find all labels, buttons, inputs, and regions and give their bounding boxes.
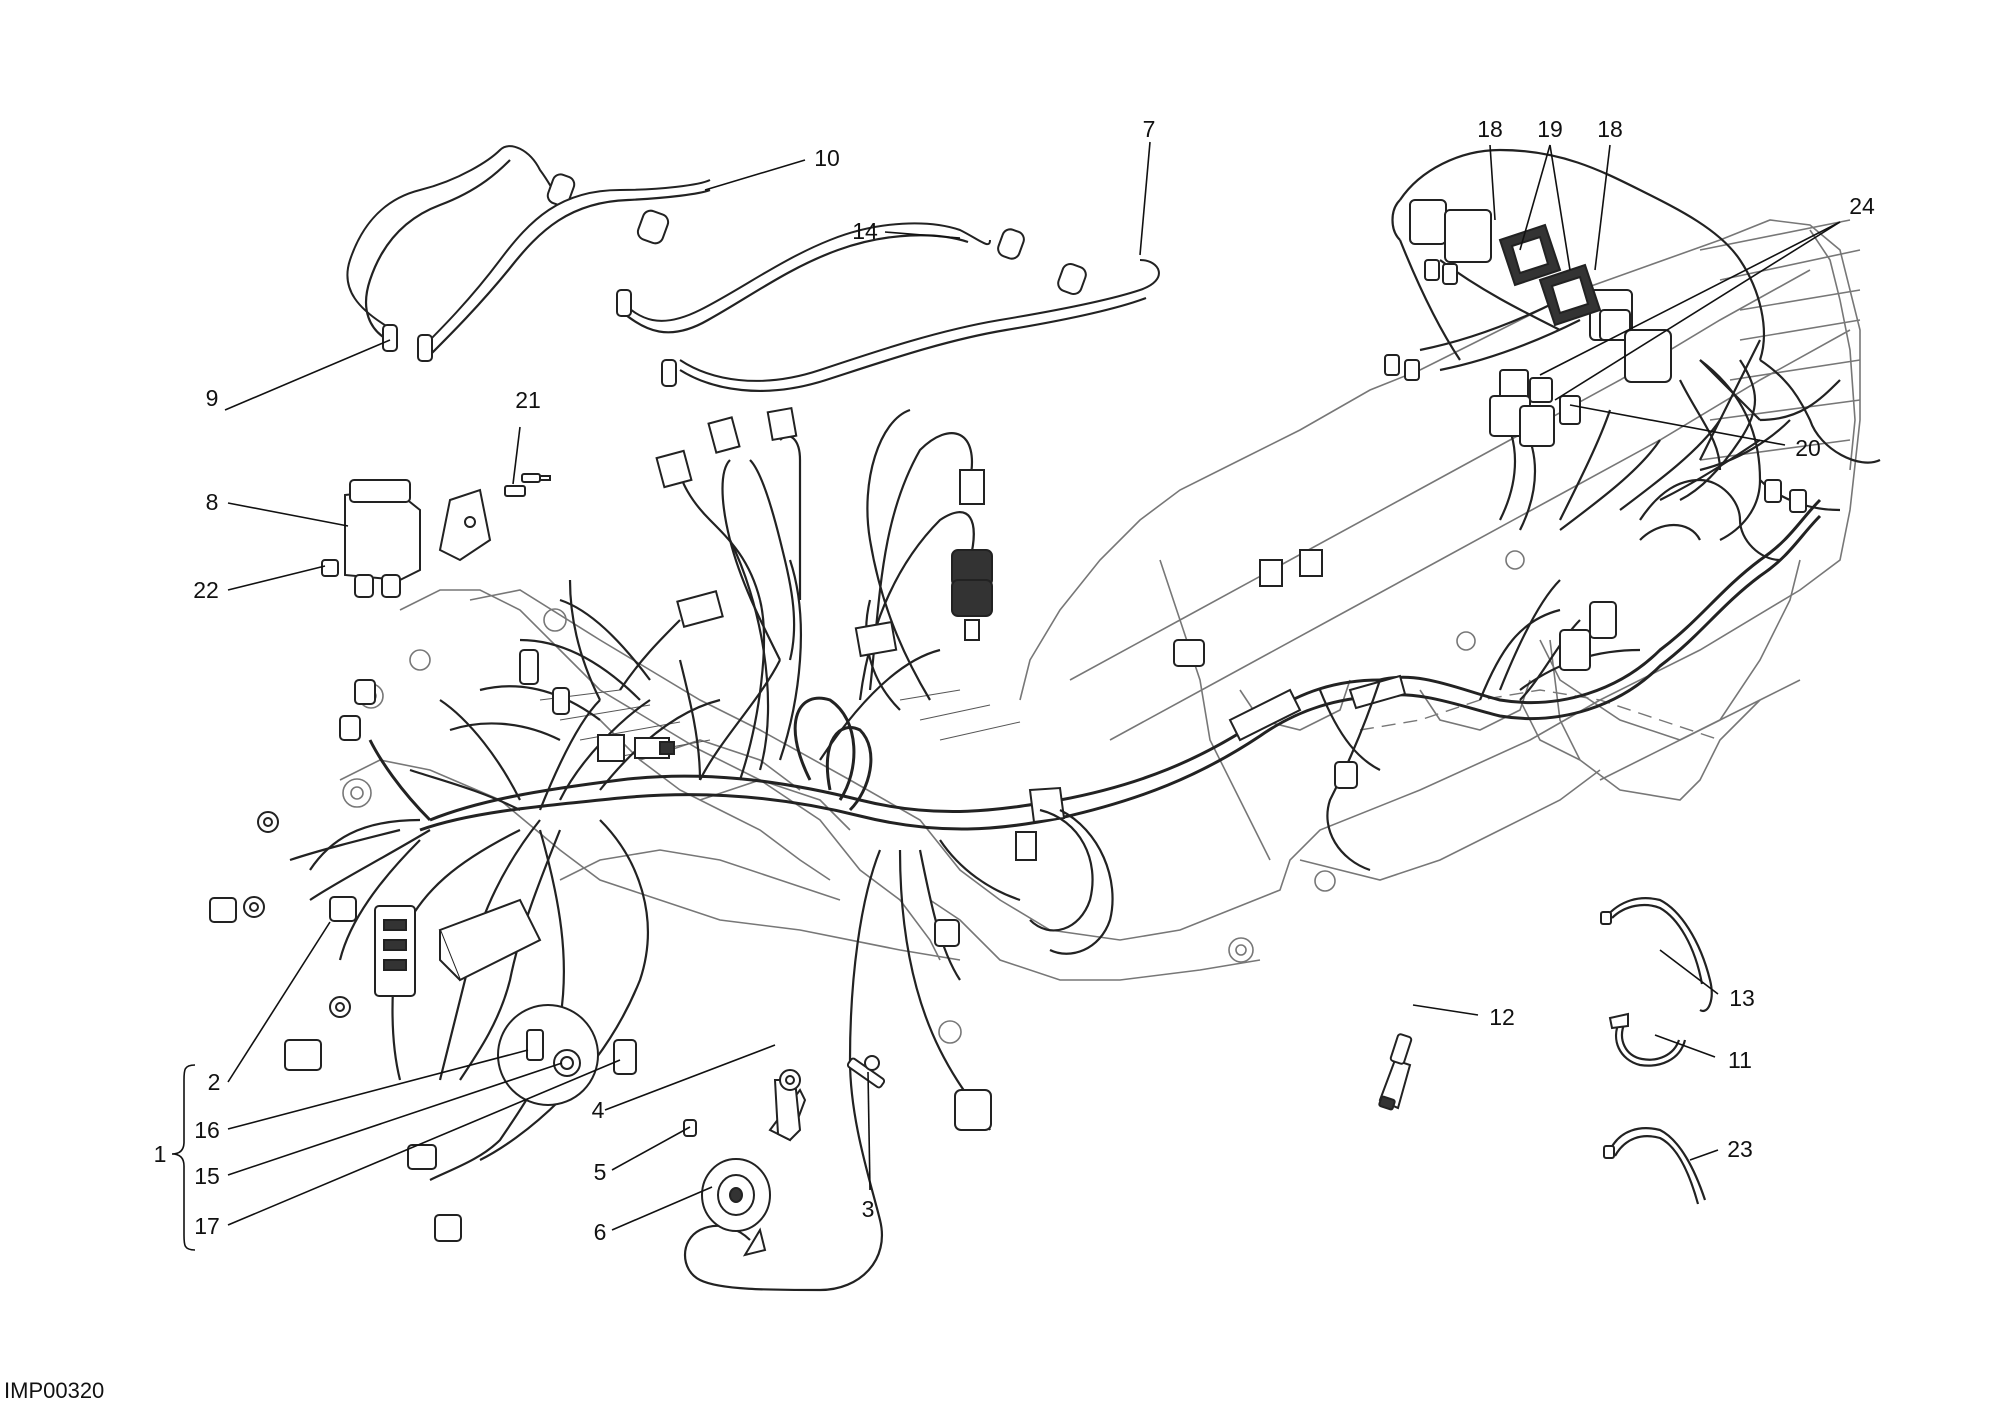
callout-19: 19 bbox=[1537, 116, 1563, 142]
spark-plug-cables bbox=[346, 145, 1160, 393]
callout-5: 5 bbox=[594, 1159, 607, 1185]
diagram-code: IMP00320 bbox=[4, 1378, 104, 1403]
callout-9: 9 bbox=[206, 385, 219, 411]
callout-15: 15 bbox=[194, 1163, 220, 1189]
callout-14: 14 bbox=[852, 218, 878, 244]
callout-17: 17 bbox=[194, 1213, 220, 1239]
callout-11: 11 bbox=[1728, 1047, 1752, 1073]
leader-lines bbox=[171, 141, 1841, 1251]
callout-18-left: 18 bbox=[1477, 116, 1503, 142]
callout-2: 2 bbox=[208, 1069, 221, 1095]
callout-labels: 7 10 14 9 21 8 22 18 19 18 24 20 13 11 1… bbox=[154, 116, 1875, 1245]
callout-10: 10 bbox=[814, 145, 840, 171]
horn-assembly bbox=[683, 1055, 886, 1257]
ignition-coil bbox=[321, 473, 551, 598]
relay-coil-1 bbox=[1498, 223, 1562, 287]
callout-3: 3 bbox=[862, 1196, 875, 1222]
callout-13: 13 bbox=[1729, 985, 1755, 1011]
callout-12: 12 bbox=[1489, 1004, 1515, 1030]
rear-electrical-components bbox=[1384, 199, 1807, 513]
cable-clamps bbox=[1600, 897, 1713, 1205]
callout-21: 21 bbox=[515, 387, 541, 413]
callout-1: 1 bbox=[154, 1141, 167, 1167]
main-wiring-harness bbox=[289, 148, 1881, 1292]
callout-22: 22 bbox=[193, 577, 219, 603]
spark-plug bbox=[1378, 1033, 1413, 1111]
callout-4: 4 bbox=[592, 1097, 605, 1123]
callout-18-right: 18 bbox=[1597, 116, 1623, 142]
callout-23: 23 bbox=[1727, 1136, 1753, 1162]
callout-8: 8 bbox=[206, 489, 219, 515]
callout-16: 16 bbox=[194, 1117, 220, 1143]
callout-24: 24 bbox=[1849, 193, 1875, 219]
callout-7: 7 bbox=[1143, 116, 1156, 142]
callout-6: 6 bbox=[594, 1219, 607, 1245]
callout-20: 20 bbox=[1795, 435, 1821, 461]
